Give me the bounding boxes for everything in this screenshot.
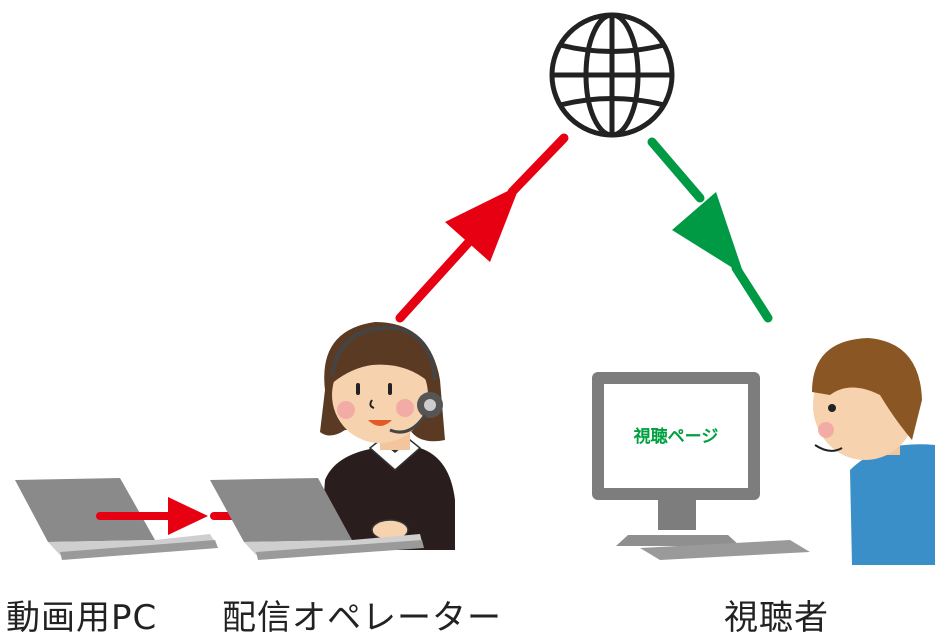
laptop-icon-video-pc xyxy=(15,478,218,560)
upload-arrow xyxy=(395,133,569,323)
operator-with-headset xyxy=(320,322,455,550)
label-video-pc: 動画用PC xyxy=(6,598,158,638)
label-operator: 配信オペレーター xyxy=(222,598,502,638)
viewer-person xyxy=(812,338,935,565)
download-arrow xyxy=(647,137,773,323)
monitor-icon xyxy=(592,372,810,560)
globe-icon xyxy=(549,12,675,138)
laptop-icon-operator xyxy=(210,478,424,560)
screen-page-text: 視聴ページ xyxy=(633,426,719,447)
label-viewer: 視聴者 xyxy=(724,598,829,638)
